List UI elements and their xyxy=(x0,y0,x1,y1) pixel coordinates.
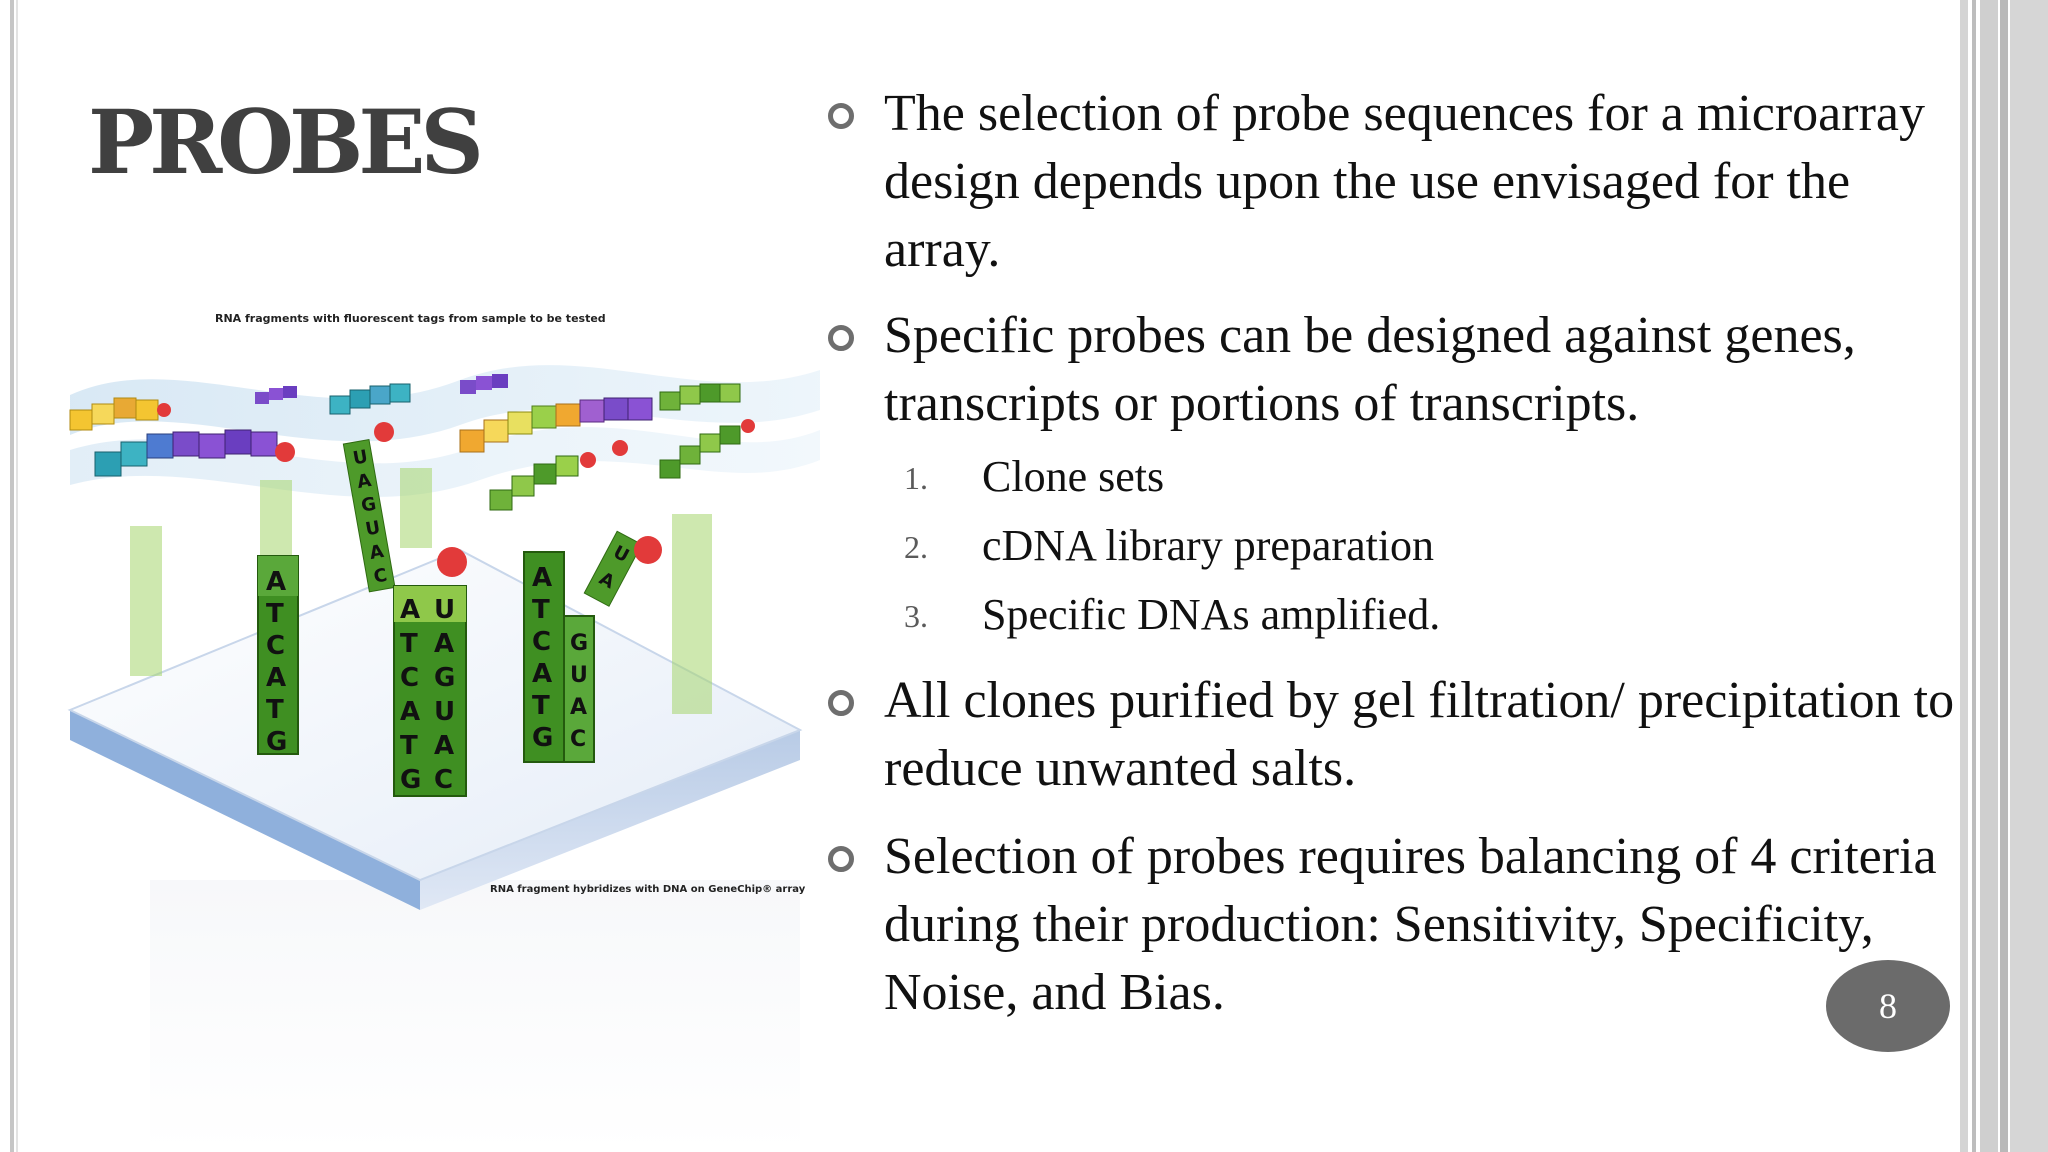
rna-fragment xyxy=(94,429,295,477)
svg-text:U: U xyxy=(351,446,369,469)
attaching-rna-strand: U A xyxy=(583,530,643,607)
bullet-item: The selection of probe sequences for a m… xyxy=(820,80,1960,284)
slide-body: The selection of probe sequences for a m… xyxy=(820,80,1960,1027)
svg-text:C: C xyxy=(266,631,285,661)
slide-left-border xyxy=(10,0,14,1152)
figure-caption-bottom: RNA fragment hybridizes with DNA on Gene… xyxy=(490,884,806,895)
bullet-item: Selection of probes requires balancing o… xyxy=(820,823,1960,1027)
svg-text:G: G xyxy=(532,723,553,753)
bullet-ring-icon xyxy=(828,690,854,716)
slide-right-border xyxy=(1980,0,1998,1152)
probe-column: A T C A T G xyxy=(257,555,299,757)
fluid-wave xyxy=(70,365,820,442)
svg-text:T: T xyxy=(266,599,284,629)
probe-column-partial: A T C A T G G U A C xyxy=(523,551,595,763)
svg-text:G: G xyxy=(400,765,421,795)
fluid-wave xyxy=(70,427,820,497)
hanging-rna-strand: U A G U A C xyxy=(342,438,396,593)
svg-text:A: A xyxy=(532,659,552,689)
svg-text:A: A xyxy=(400,595,420,625)
bullet-text: Specific probes can be designed against … xyxy=(884,307,1856,432)
item-number: 2. xyxy=(904,529,928,565)
svg-text:C: C xyxy=(532,627,551,657)
bullet-item: Specific probes can be designed against … xyxy=(820,302,1960,438)
svg-text:C: C xyxy=(372,565,389,588)
slide-shadow xyxy=(150,880,800,1152)
slide-right-border xyxy=(1972,0,1976,1152)
bullet-text: Selection of probes requires balancing o… xyxy=(884,828,1937,1021)
rna-fragment xyxy=(659,419,755,479)
item-text: Clone sets xyxy=(982,452,1165,501)
svg-text:C: C xyxy=(570,727,586,752)
svg-text:T: T xyxy=(400,731,418,761)
probe-column-hybridized: A T C A T G U A G U A C xyxy=(393,547,467,797)
page-number-badge: 8 xyxy=(1826,960,1950,1052)
svg-text:U: U xyxy=(364,517,382,540)
bullet-text: All clones purified by gel filtration/ p… xyxy=(884,672,1955,797)
svg-text:A: A xyxy=(266,663,286,693)
svg-text:A: A xyxy=(355,470,372,493)
rna-fragment xyxy=(659,383,741,411)
bullet-text: The selection of probe sequences for a m… xyxy=(884,85,1925,278)
chip-side xyxy=(70,710,420,910)
svg-text:T: T xyxy=(400,629,418,659)
slide-right-border xyxy=(2010,0,2048,1152)
svg-text:A: A xyxy=(434,629,454,659)
numbered-item: 1. Clone sets xyxy=(820,442,1960,511)
bullet-ring-icon xyxy=(828,325,854,351)
svg-text:C: C xyxy=(400,663,419,693)
svg-text:C: C xyxy=(434,765,453,795)
svg-text:G: G xyxy=(360,493,378,516)
slide-left-border-inner xyxy=(16,0,18,1152)
slide-right-border xyxy=(1960,0,1968,1152)
rna-fragment xyxy=(255,386,297,404)
svg-text:U: U xyxy=(570,663,588,688)
svg-text:G: G xyxy=(570,631,588,656)
fluorescent-tag xyxy=(374,422,394,442)
svg-text:G: G xyxy=(434,663,455,693)
svg-text:T: T xyxy=(532,595,550,625)
numbered-item: 2. cDNA library preparation xyxy=(820,511,1960,580)
rna-fragment xyxy=(489,452,596,511)
svg-text:A: A xyxy=(532,563,552,593)
slide-title: PROBES xyxy=(88,90,484,194)
rna-fragment xyxy=(460,374,508,394)
svg-text:A: A xyxy=(368,541,385,564)
rna-fragment xyxy=(459,397,653,456)
bullet-ring-icon xyxy=(828,846,854,872)
svg-text:A: A xyxy=(434,731,454,761)
svg-text:U: U xyxy=(434,697,455,727)
bullet-ring-icon xyxy=(828,103,854,129)
figure-caption-top: RNA fragments with fluorescent tags from… xyxy=(215,312,606,325)
rna-fragment xyxy=(69,397,171,431)
fluorescent-tag xyxy=(634,536,662,564)
svg-text:G: G xyxy=(266,727,287,757)
numbered-list: 1. Clone sets 2. cDNA library preparatio… xyxy=(820,442,1960,649)
item-number: 1. xyxy=(904,460,928,496)
svg-text:T: T xyxy=(266,695,284,725)
svg-text:A: A xyxy=(266,567,286,597)
item-number: 3. xyxy=(904,598,928,634)
numbered-item: 3. Specific DNAs amplified. xyxy=(820,580,1960,649)
microarray-illustration: RNA fragments with fluorescent tags from… xyxy=(67,312,820,910)
svg-text:T: T xyxy=(532,691,550,721)
microarray-figure: RNA fragments with fluorescent tags from… xyxy=(60,300,850,940)
rna-fragment xyxy=(329,383,411,415)
chip-front xyxy=(420,730,800,910)
svg-text:A: A xyxy=(570,695,587,720)
svg-text:A: A xyxy=(400,697,420,727)
item-text: cDNA library preparation xyxy=(982,521,1435,570)
svg-text:U: U xyxy=(434,595,455,625)
slide-right-border xyxy=(2000,0,2008,1152)
probe-column-background xyxy=(130,468,712,714)
item-text: Specific DNAs amplified. xyxy=(982,590,1441,639)
bullet-item: All clones purified by gel filtration/ p… xyxy=(820,667,1960,803)
